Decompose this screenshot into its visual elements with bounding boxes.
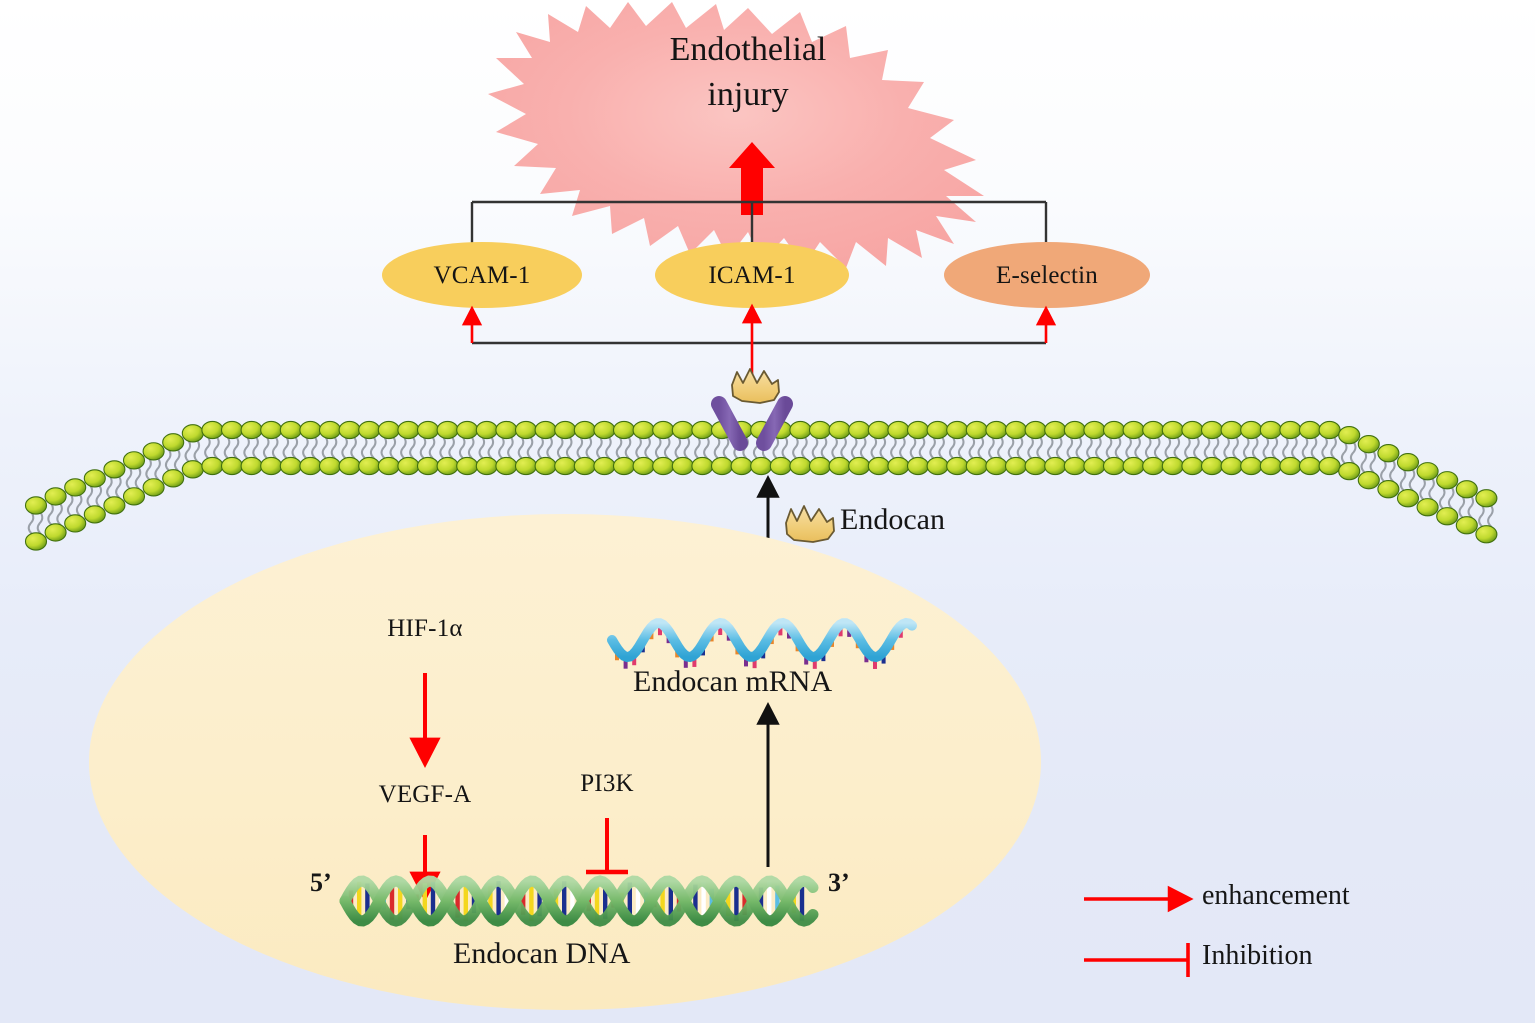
pi3k-inhibition-bar (586, 818, 628, 875)
vcam1-oval[interactable] (382, 242, 582, 308)
three-prime-label: 3’ (828, 868, 850, 897)
top-bracket-connector (470, 200, 1048, 245)
endocan-dna-label: Endocan DNA (453, 937, 631, 970)
nucleus-ellipse-icon (89, 514, 1041, 1010)
injury-line-1: Endothelial (669, 31, 827, 68)
enhancement-arrow-to-injury (729, 142, 775, 215)
legend-inhibition-label: Inhibition (1202, 940, 1313, 971)
bottom-bracket-red-arrows (461, 303, 1057, 380)
eselectin-oval[interactable] (944, 242, 1150, 308)
dna-double-helix-icon (339, 875, 819, 927)
lipid-bilayer-icon (24, 420, 1498, 551)
icam1-oval[interactable] (655, 242, 849, 308)
endocan-glycoprotein-icon-cytoplasmic (785, 505, 835, 543)
endocan-mrna-label: Endocan mRNA (633, 665, 833, 698)
injury-line-2: injury (707, 75, 789, 113)
endocan-label: Endocan (840, 503, 945, 536)
legend-enhancement-label: enhancement (1202, 880, 1350, 911)
y-shaped-receptor-icon (711, 396, 793, 500)
endocan-glycoprotein-icon-extracellular (731, 368, 780, 404)
five-prime-label: 5’ (310, 868, 332, 897)
legend-inhibition-marker (1084, 943, 1190, 977)
endothelial-injury-label: Endothelial injury (528, 28, 968, 118)
mrna-single-strand-icon (607, 617, 917, 669)
